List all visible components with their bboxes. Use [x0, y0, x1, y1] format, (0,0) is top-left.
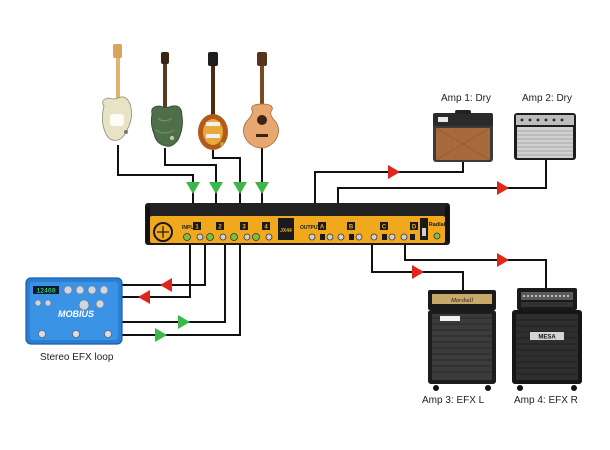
- input-number-4: 4: [264, 225, 268, 231]
- amp3-brand-text: Marshall: [450, 298, 473, 304]
- router-input-label: INPUT: [182, 225, 197, 231]
- label-efx-loop: Stereo EFX loop: [40, 352, 114, 363]
- guitar-stratocaster: [102, 44, 132, 141]
- cable-return1-pedal: [120, 245, 226, 323]
- cable-send1-pedal: [120, 245, 206, 286]
- cable-outB-amp2: [337, 160, 547, 203]
- router-output-jacks: A B C D: [308, 222, 418, 241]
- guitar-prs: [150, 52, 183, 147]
- label-amp1: Amp 1: Dry: [441, 93, 492, 104]
- label-amp3: Amp 3: EFX L: [422, 395, 485, 406]
- pedal-brand-text: MOBIUS: [58, 309, 94, 319]
- arrow-green-input3: [233, 182, 247, 194]
- arrows-red: [138, 165, 509, 304]
- amp4-stack: MESA: [512, 288, 582, 391]
- guitar-acoustic: [243, 52, 279, 149]
- arrow-green-return1: [178, 315, 190, 329]
- input-number-1: 1: [195, 225, 199, 231]
- guitar-les-paul: [198, 52, 228, 150]
- cable-guitar3-input3: [212, 150, 241, 203]
- router-brand-text: Radial: [429, 222, 446, 228]
- amp1-combo: [433, 110, 493, 162]
- label-amp4: Amp 4: EFX R: [514, 395, 578, 406]
- output-letter-d: D: [412, 225, 417, 231]
- cable-guitar1-input1: [117, 145, 194, 203]
- arrow-red-send1: [160, 278, 172, 292]
- arrow-green-input4: [255, 182, 269, 194]
- input-number-3: 3: [242, 225, 246, 231]
- router-unit: INPUT 1 2 3 4 JX44 OUTPUT: [145, 203, 450, 245]
- amp4-brand-text: MESA: [538, 335, 556, 341]
- output-letter-b: B: [349, 225, 354, 231]
- label-amp2: Amp 2: Dry: [522, 93, 573, 104]
- amp2-combo: [514, 113, 576, 160]
- arrow-red-amp3: [412, 265, 424, 279]
- output-letter-a: A: [320, 225, 325, 231]
- router-input-jacks: 1 2 3 4: [183, 222, 273, 241]
- arrow-red-amp2: [497, 181, 509, 195]
- arrow-green-input1: [186, 182, 200, 194]
- cable-send2-pedal: [120, 245, 191, 298]
- pedal-display-text: 12468: [36, 288, 56, 295]
- cable-outD-amp4: [404, 245, 547, 290]
- router-output-label: OUTPUT: [300, 225, 321, 231]
- arrow-green-return2: [155, 328, 167, 342]
- arrow-red-amp1: [388, 165, 400, 179]
- arrow-red-send2: [138, 290, 150, 304]
- input-number-2: 2: [218, 225, 222, 231]
- router-model-text: JX44: [280, 228, 292, 234]
- arrow-red-amp4: [497, 253, 509, 267]
- output-letter-c: C: [382, 225, 387, 231]
- arrow-green-input2: [209, 182, 223, 194]
- cable-outC-amp3: [371, 245, 464, 290]
- arrows-green: [155, 182, 269, 342]
- efx-pedal: 12468 MOBIUS: [25, 277, 123, 345]
- amp3-stack: Marshall: [428, 290, 496, 391]
